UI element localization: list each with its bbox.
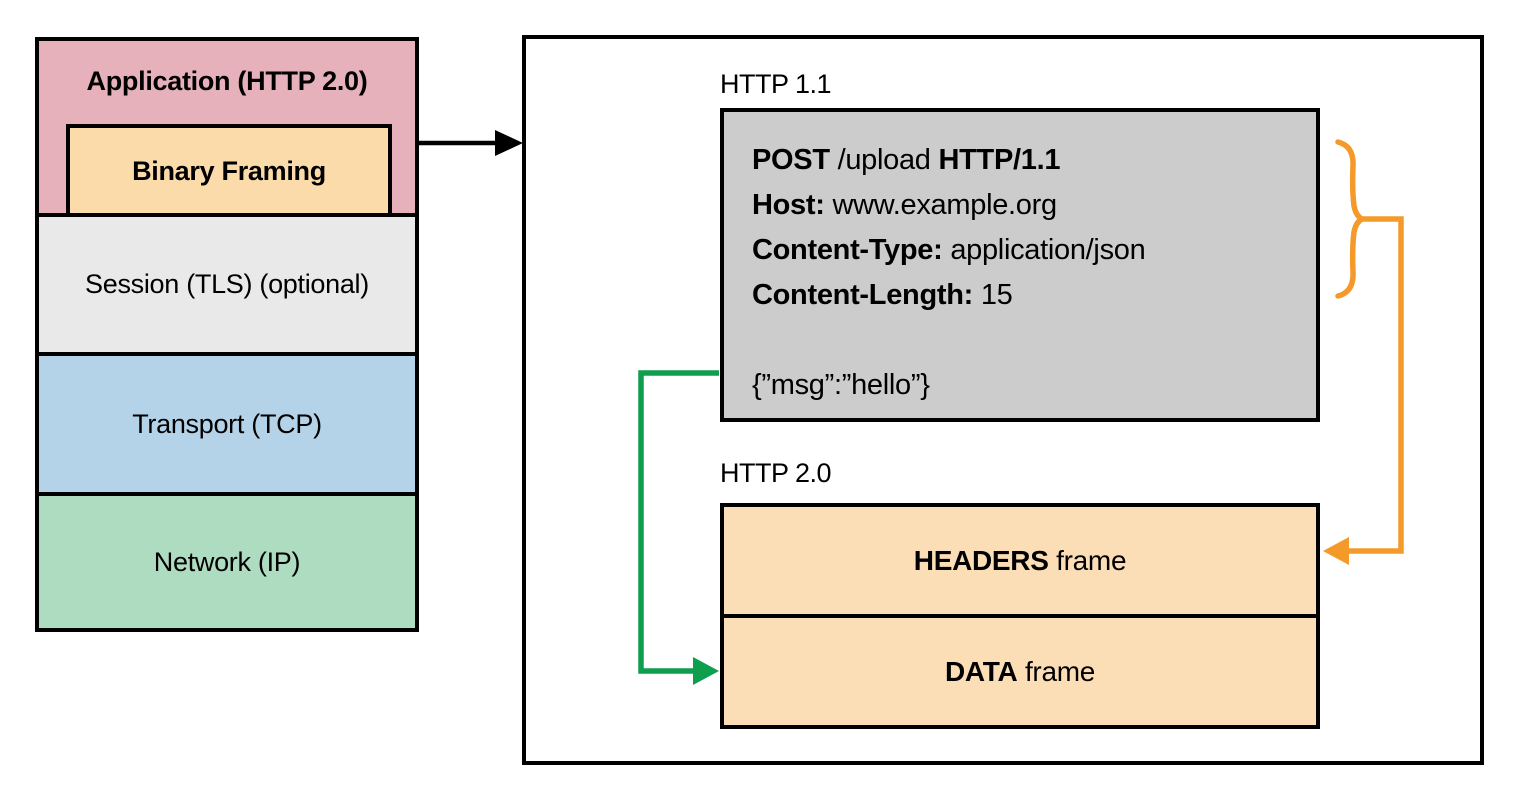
host-key: Host: (752, 189, 825, 221)
http11-label: HTTP 1.1 (720, 69, 832, 99)
layer-network: Network (IP) (35, 492, 419, 632)
request-line-content-type: Content-Type:application/json (752, 228, 1306, 273)
session-label: Session (TLS) (optional) (85, 269, 369, 299)
headers-frame-name: HEADERS (913, 544, 1049, 576)
request-blank-line (752, 318, 1306, 363)
application-label: Application (HTTP 2.0) (86, 65, 368, 96)
http20-label: HTTP 2.0 (720, 458, 832, 488)
request-body: {”msg”:”hello”} (752, 369, 930, 401)
host-value: www.example.org (832, 189, 1057, 221)
layer-session: Session (TLS) (optional) (35, 213, 419, 356)
content-length-key: Content-Length: (752, 279, 973, 311)
request-method: POST (752, 144, 830, 176)
transport-label: Transport (TCP) (132, 408, 322, 439)
request-line-content-length: Content-Length:15 (752, 273, 1306, 318)
request-target: /upload (837, 144, 931, 176)
headers-frame-suffix: frame (1056, 544, 1127, 576)
http2-frames-box: HEADERS frame DATA frame (720, 503, 1320, 729)
headers-frame-row: HEADERS frame (724, 507, 1316, 618)
layer-transport: Transport (TCP) (35, 352, 419, 496)
data-frame-suffix: frame (1024, 655, 1096, 687)
network-label: Network (IP) (153, 546, 301, 577)
binary-framing-label: Binary Framing (132, 155, 326, 186)
content-type-key: Content-Type: (752, 234, 943, 266)
protocol-stack: Application (HTTP 2.0) Binary Framing Se… (35, 37, 419, 632)
request-version: HTTP/1.1 (938, 144, 1061, 176)
data-frame-name: DATA (944, 655, 1018, 687)
content-type-value: application/json (950, 234, 1146, 266)
request-line-host: Host:www.example.org (752, 183, 1306, 228)
data-frame-row: DATA frame (724, 618, 1316, 725)
binary-framing-box: Binary Framing (66, 124, 392, 218)
content-length-value: 15 (980, 279, 1013, 311)
